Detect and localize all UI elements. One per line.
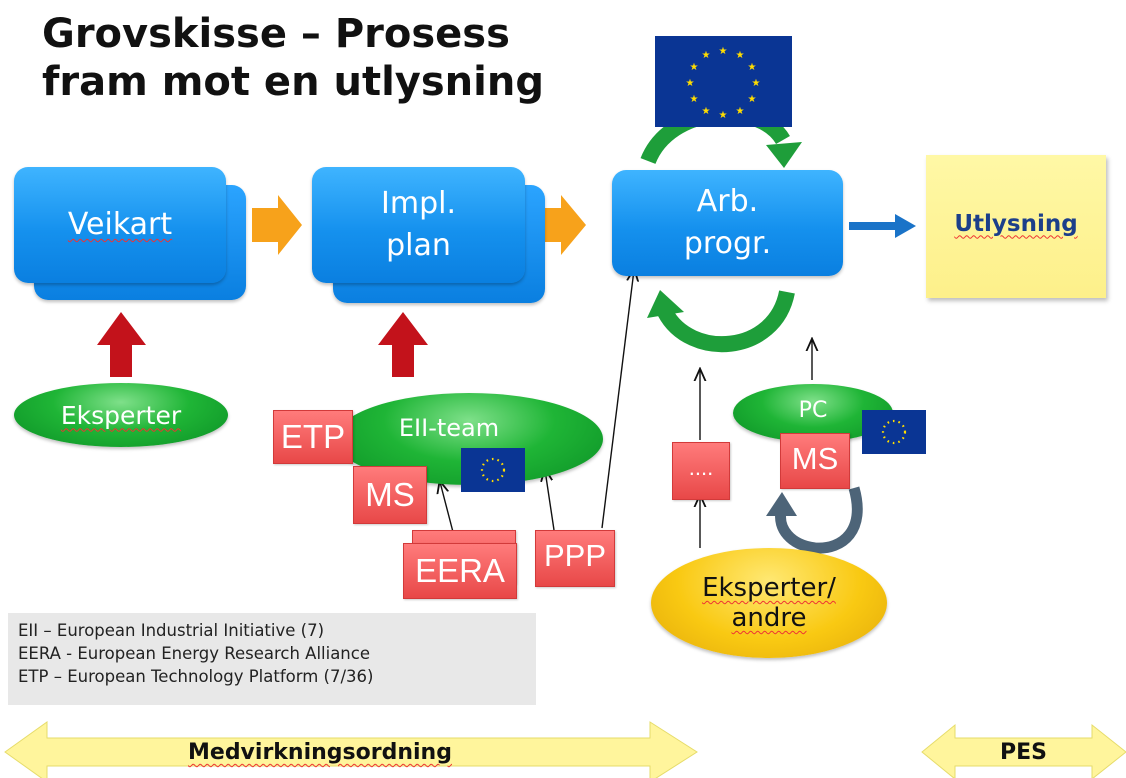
ms-tag-1: MS: [353, 466, 427, 524]
ms-tag-2: MS: [780, 433, 850, 489]
utlysning-note[interactable]: Utlysning: [926, 155, 1106, 298]
svg-text:★: ★: [748, 62, 757, 73]
svg-text:★: ★: [736, 106, 745, 117]
blue-arrow: [849, 214, 916, 238]
ms-label-2: MS: [791, 441, 839, 476]
orange-arrow-2: [533, 195, 586, 255]
impl-plan-box[interactable]: Impl. plan: [312, 167, 525, 283]
eksperter-label: Eksperter: [60, 400, 182, 430]
medvirkningsordning-label: Medvirkningsordning: [188, 740, 452, 765]
yellow-double-arrow-right: [921, 723, 1126, 778]
ppp-tag: PPP: [535, 530, 615, 587]
svg-text:★: ★: [702, 106, 711, 117]
pc-label: PC: [798, 397, 828, 423]
navy-curve-arrow: [775, 486, 863, 554]
svg-text:★: ★: [702, 50, 711, 61]
green-arrow-bottom: [657, 290, 795, 353]
eera-tag: EERA: [403, 543, 517, 599]
eu-flag-icon: [862, 410, 926, 454]
etp-label: ETP: [280, 418, 346, 455]
legend-box: EII – European Industrial Initiative (7)…: [8, 613, 536, 705]
svg-text:★: ★: [690, 94, 699, 105]
impl-plan-label: Impl. plan: [381, 186, 456, 263]
svg-text:★: ★: [752, 78, 761, 89]
yellow-double-arrow-left: [4, 721, 698, 778]
dots-label: ....: [688, 455, 714, 480]
legend-item: EERA - European Energy Research Alliance: [18, 644, 370, 663]
veikart-box[interactable]: Veikart: [14, 167, 226, 283]
etp-tag: ETP: [273, 410, 353, 464]
red-arrow-1: [97, 312, 146, 377]
eera-label: EERA: [415, 552, 505, 589]
arb-progr-label: Arb. progr.: [683, 184, 772, 261]
veikart-label: Veikart: [67, 207, 173, 242]
ms-label-1: MS: [365, 476, 415, 513]
legend-item: ETP – European Technology Platform (7/36…: [18, 667, 374, 686]
dots-tag: ....: [672, 442, 730, 500]
eksperter-andre-label: Eksperter/ andre: [702, 573, 836, 633]
arb-progr-box[interactable]: Arb. progr.: [612, 170, 843, 276]
eu-flag-icon: [461, 448, 525, 492]
svg-text:★: ★: [719, 46, 728, 57]
page-title: Grovskisse – Prosess fram mot en utlysni…: [42, 11, 544, 105]
svg-text:★: ★: [736, 50, 745, 61]
orange-arrow-1: [252, 195, 302, 255]
svg-text:★: ★: [686, 78, 695, 89]
svg-text:★: ★: [748, 94, 757, 105]
eksperter-ellipse[interactable]: Eksperter: [14, 383, 228, 447]
red-arrow-2: [378, 312, 428, 377]
eu-flag-icon: ★★★ ★★★ ★★★ ★★★: [655, 36, 792, 127]
eksperter-andre-ellipse[interactable]: Eksperter/ andre: [651, 548, 887, 658]
ppp-label: PPP: [543, 538, 607, 573]
pes-label: PES: [1000, 740, 1047, 765]
utlysning-label: Utlysning: [954, 210, 1078, 237]
eii-team-label: EII-team: [398, 414, 500, 442]
svg-text:★: ★: [719, 110, 728, 121]
svg-text:★: ★: [690, 62, 699, 73]
legend-item: EII – European Industrial Initiative (7): [18, 621, 325, 640]
